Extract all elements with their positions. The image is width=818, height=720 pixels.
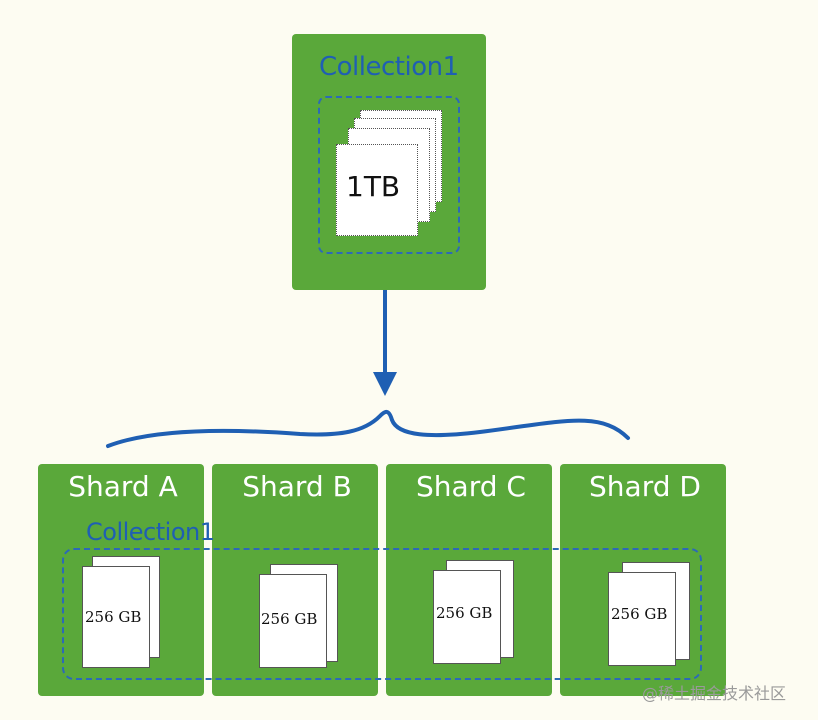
shard-title-d: Shard D [589, 470, 701, 503]
document-page-front [336, 144, 418, 236]
curly-brace [106, 409, 630, 448]
arrow-head [373, 372, 397, 396]
sharded-collection-title: Collection1 [86, 518, 215, 546]
shard-title-a: Shard A [68, 470, 178, 503]
shard-size-label-b: 256 GB [261, 610, 318, 628]
shard-size-label-d: 256 GB [611, 605, 668, 623]
collection-size-label: 1TB [346, 170, 401, 203]
collection-dashed-frame [318, 96, 460, 254]
shard-size-label-a: 256 GB [85, 608, 142, 626]
shard-page-front [433, 570, 501, 664]
sharded-collection-dashed-frame [62, 548, 702, 680]
shard-title-c: Shard C [416, 470, 526, 503]
shard-page-front [608, 572, 676, 666]
shard-size-label-c: 256 GB [436, 604, 493, 622]
shard-page-front [82, 566, 150, 668]
collection-title: Collection1 [319, 52, 459, 82]
shard-page-front [259, 574, 327, 668]
shard-title-b: Shard B [242, 470, 352, 503]
watermark: @稀土掘金技术社区 [642, 684, 787, 703]
